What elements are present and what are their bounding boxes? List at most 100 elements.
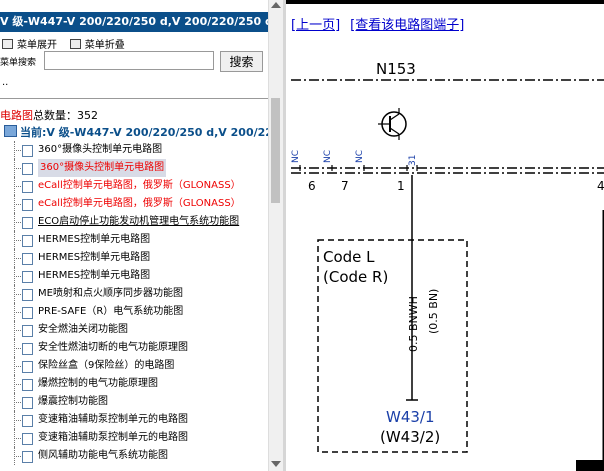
menu-collapse-link[interactable]: 菜单折叠 [84, 40, 125, 51]
tree-item-label[interactable]: 侧风辅助功能电气系统功能图 [38, 450, 168, 461]
tree-item-label[interactable]: HERMES控制单元电路图 [38, 234, 151, 245]
tree-item-label[interactable]: ECO启动停止功能发动机管理电气系统功能图 [38, 216, 240, 227]
diagram-count: 电路图总数量：352 [0, 107, 98, 123]
tree-item[interactable]: 保险丝盒（9保险丝）的电路图 [4, 357, 266, 375]
tree-connector [14, 447, 23, 457]
tree-connector [14, 168, 15, 177]
document-icon [22, 235, 33, 247]
tree-item[interactable]: 侧风辅助功能电气系统功能图 [4, 447, 266, 465]
document-icon [22, 451, 33, 463]
pin-number-1: 1 [397, 179, 405, 193]
tree-connector [14, 438, 15, 447]
tree-item-label[interactable]: 变速箱油辅助泵控制单元的电路图 [38, 414, 188, 425]
tree-connector [14, 339, 23, 349]
tree-item-label[interactable]: 爆震控制功能图 [38, 396, 108, 407]
document-icon [22, 163, 33, 175]
tree-item[interactable]: 安全性燃油切断的电气功能原理图 [4, 339, 266, 357]
count-value: 总数量：352 [33, 109, 98, 122]
tree-item[interactable]: eCall控制单元电路图，俄罗斯（GLONASS） [4, 177, 266, 195]
tree-connector [14, 393, 23, 403]
frame-divider[interactable] [283, 0, 286, 471]
tree-connector [14, 240, 15, 249]
menu-panel: V 级-W447-V 200/220/250 d,V 200/220/250 d… [0, 0, 268, 471]
view-terminals-link[interactable]: [查看该电路图端子] [350, 18, 465, 33]
search-input[interactable] [44, 51, 214, 70]
parent-link[interactable]: .. [2, 77, 9, 88]
tree-item-label[interactable]: eCall控制单元电路图，俄罗斯（GLONASS） [38, 198, 241, 209]
document-icon [22, 289, 33, 301]
tree-connector [14, 258, 15, 267]
tree-item[interactable]: HERMES控制单元电路图 [4, 231, 266, 249]
tree-connector [14, 402, 15, 411]
tree-connector [14, 375, 23, 385]
wire-label: 0.5 BNWH [407, 296, 420, 352]
tree-connector [14, 321, 23, 331]
pin-number-7: 7 [341, 179, 349, 193]
expand-icon[interactable] [2, 39, 13, 49]
tree-connector [14, 150, 15, 159]
document-icon [22, 307, 33, 319]
tree-item-label[interactable]: eCall控制单元电路图，俄罗斯（GLONASS） [38, 180, 241, 191]
tree-item[interactable]: 安全燃油关闭功能图 [4, 321, 266, 339]
document-icon [22, 433, 33, 445]
tree-connector [14, 213, 23, 223]
tree-item[interactable]: 变速箱油辅助泵控制单元的电路图 [4, 411, 266, 429]
document-icon [22, 379, 33, 391]
collapse-icon[interactable] [69, 39, 81, 49]
menu-expand-link[interactable]: 菜单展开 [17, 40, 57, 51]
tree-connector [14, 330, 15, 339]
document-icon [22, 325, 33, 337]
tree-item-label[interactable]: 保险丝盒（9保险丝）的电路图 [38, 360, 175, 371]
tree-connector [14, 285, 23, 295]
scroll-up-arrow-icon[interactable] [271, 2, 281, 8]
tree-item-label[interactable]: 爆燃控制的电气功能原理图 [38, 378, 158, 389]
tree-item[interactable]: 360°摄像头控制单元电路图 [4, 141, 266, 159]
wiring-diagram: N153 NC NC NC 31 6 7 1 4 Code L [291, 60, 604, 471]
tree-item[interactable]: 爆燃控制的电气功能原理图 [4, 375, 266, 393]
pin-label-nc-2: NC [323, 150, 333, 163]
tree-item-label[interactable]: PRE-SAFE（R）电气系统功能图 [38, 306, 184, 317]
menu-toggle-row: 菜单展开 菜单折叠 [2, 36, 125, 51]
document-icon [22, 343, 33, 355]
prev-page-link[interactable]: [上一页] [291, 18, 341, 33]
tree-item[interactable]: ECO启动停止功能发动机管理电气系统功能图 [4, 213, 266, 231]
tree-item[interactable]: 爆震控制功能图 [4, 393, 266, 411]
tree-connector [14, 384, 15, 393]
page-links: [上一页] [查看该电路图端子] [291, 14, 464, 33]
tree-item[interactable]: HERMES控制单元电路图 [4, 267, 266, 285]
document-icon [22, 199, 33, 211]
scroll-thumb[interactable] [271, 98, 280, 203]
tree-item[interactable]: 360°摄像头控制单元电路图 [4, 159, 266, 177]
document-icon [22, 217, 33, 229]
current-model[interactable]: 当前:V 级-W447-V 200/220/250 d,V 200/220/25… [4, 124, 268, 140]
tree-connector [14, 357, 23, 367]
diagram-tree: 360°摄像头控制单元电路图 360°摄像头控制单元电路图 eCall控制单元电路图… [4, 141, 266, 465]
tree-item-label[interactable]: HERMES控制单元电路图 [38, 270, 151, 281]
tree-item-label[interactable]: HERMES控制单元电路图 [38, 252, 151, 263]
document-icon [22, 415, 33, 427]
document-icon [22, 397, 33, 409]
transistor-icon [378, 108, 407, 140]
tree-connector [14, 303, 23, 313]
scroll-down-arrow-icon[interactable] [271, 461, 281, 467]
tree-item-label[interactable]: 安全燃油关闭功能图 [38, 324, 128, 335]
tree-item-label[interactable]: 360°摄像头控制单元电路图 [38, 144, 163, 155]
menu-scrollbar[interactable] [268, 0, 283, 471]
document-icon [22, 253, 33, 265]
tree-connector [14, 159, 23, 169]
tree-item[interactable]: ME喷射和点火顺序同步器功能图 [4, 285, 266, 303]
search-button[interactable]: 搜索 [220, 51, 263, 72]
tree-item[interactable]: eCall控制单元电路图，俄罗斯（GLONASS） [4, 195, 266, 213]
tree-item[interactable]: PRE-SAFE（R）电气系统功能图 [4, 303, 266, 321]
tree-item-label[interactable]: ME喷射和点火顺序同步器功能图 [38, 288, 183, 299]
tree-item-label[interactable]: 360°摄像头控制单元电路图 [38, 159, 167, 177]
tree-connector [14, 186, 15, 195]
tree-connector [14, 267, 23, 277]
tree-item-label[interactable]: 安全性燃油切断的电气功能原理图 [38, 342, 188, 353]
model-title: V 级-W447-V 200/220/250 d,V 200/220/250 d [0, 12, 268, 32]
tree-item-label[interactable]: 变速箱油辅助泵控制单元的电路图 [38, 432, 188, 443]
tree-item[interactable]: 变速箱油辅助泵控制单元的电路图 [4, 429, 266, 447]
tree-item[interactable]: HERMES控制单元电路图 [4, 249, 266, 267]
tree-connector [14, 420, 15, 429]
pin-label-nc-3: NC [355, 150, 365, 163]
